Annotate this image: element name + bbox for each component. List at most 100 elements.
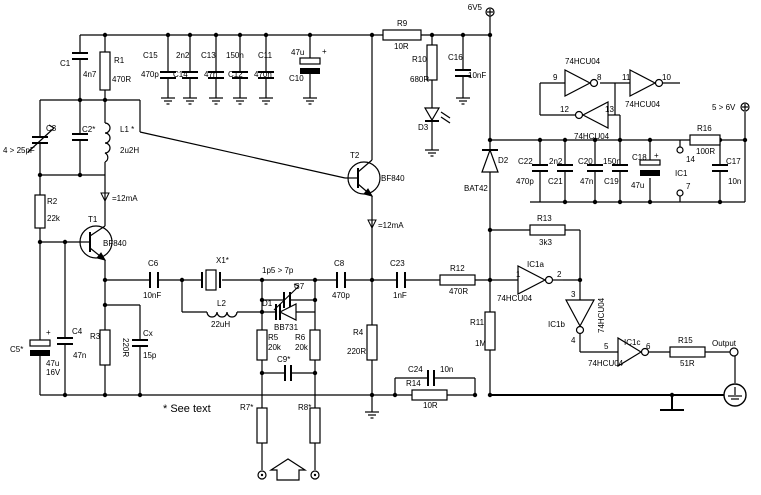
- c20-ref: C20: [578, 157, 593, 166]
- inverter-ic1f: 74HCU04 13 12: [560, 101, 614, 141]
- ic1a-pin-in: 1: [516, 270, 521, 279]
- d2-type: BAT42: [464, 184, 488, 193]
- supply-terminal-6v5[interactable]: 6V5: [468, 3, 495, 17]
- capacitor-c15: C15 470p: [141, 51, 176, 79]
- r16-value: 100R: [696, 147, 715, 156]
- resistor-r9: R9 10R: [382, 19, 422, 51]
- t1-type: BF840: [103, 239, 127, 248]
- c10-ref: C10: [289, 74, 304, 83]
- capacitor-c6: C6 10nF: [143, 259, 161, 300]
- current-arrow-t1: =12mA: [100, 192, 138, 203]
- ic1f-pin-out: 12: [560, 105, 569, 114]
- cx-value: 15p: [143, 351, 157, 360]
- ic1b-pin-out: 4: [571, 336, 576, 345]
- c11-ref: C11: [258, 51, 273, 60]
- resistor-r7: R7*: [240, 403, 268, 444]
- c10-value: 47u: [291, 48, 304, 57]
- ic1f-type: 74HCU04: [574, 132, 610, 141]
- r2-value: 22k: [47, 214, 61, 223]
- c10-plus: +: [322, 47, 327, 56]
- l2-value: 22uH: [211, 320, 230, 329]
- r5-ref: R5: [268, 333, 279, 342]
- tuning-input-terminals[interactable]: [257, 458, 320, 481]
- r14-value: 10R: [423, 401, 438, 410]
- resistor-r16: R16 100R: [689, 124, 721, 156]
- r3-ref: R3: [90, 332, 101, 341]
- r4-ref: R4: [353, 328, 364, 337]
- resistor-r11: R11 1M: [470, 311, 496, 351]
- r5-value: 20k: [268, 343, 282, 352]
- varicap-d1: D1 BB731: [262, 299, 315, 332]
- r12-ref: R12: [450, 264, 465, 273]
- ic1f-pin-in: 13: [605, 105, 614, 114]
- resistor-r13: R13 3k3: [529, 214, 566, 247]
- inductor-l1: L1 * 2u2H: [104, 122, 139, 163]
- tuning-arrow-icon: [268, 458, 308, 481]
- c5-value: 47u: [46, 359, 59, 368]
- c4-ref: C4: [72, 327, 83, 336]
- capacitor-c14: 2n2 C14: [173, 51, 198, 79]
- d3-ref: D3: [418, 123, 429, 132]
- c1-value: 4n7: [83, 70, 97, 79]
- c13-ref: C13: [201, 51, 216, 60]
- resistor-r2: R2 22k: [34, 194, 61, 229]
- r3-value: 220R: [121, 338, 130, 357]
- r13-value: 3k3: [539, 238, 552, 247]
- capacitor-c3-trimmer[interactable]: C3 4 > 25pF: [3, 122, 57, 158]
- i1-value: =12mA: [112, 194, 138, 203]
- supply-label-5-6v: 5 > 6V: [712, 103, 736, 112]
- resistor-r14: R14 10R: [406, 379, 448, 410]
- inverter-ic1d: 74HCU04 9 8: [553, 57, 602, 97]
- output-label: Output: [712, 339, 737, 348]
- capacitor-c11: C11 470n: [254, 51, 274, 79]
- capacitor-c7-trimmer[interactable]: 1p5 > 7p C7: [262, 266, 305, 311]
- r11-ref: R11: [470, 318, 485, 327]
- c4-value: 47n: [73, 351, 86, 360]
- resistor-r6: R6 20k: [295, 329, 321, 361]
- d1-ref: D1: [262, 299, 273, 308]
- inverter-ic1c: IC1c 74HCU04 5 6: [588, 336, 651, 368]
- led-d3: D3: [418, 107, 451, 132]
- c16-value: 10nF: [468, 71, 486, 80]
- output-terminal[interactable]: Output: [712, 339, 739, 357]
- transistor-t1: T1 BF840: [79, 215, 127, 261]
- capacitor-c18: + C18 47u: [631, 151, 661, 190]
- ic1e-pin-out: 10: [662, 73, 671, 82]
- r8-ref: R8*: [298, 403, 311, 412]
- capacitor-cx: Cx 15p: [132, 329, 157, 360]
- c6-value: 10nF: [143, 291, 161, 300]
- r4-value: 220R: [347, 347, 366, 356]
- ic1b-type: 74HCU04: [597, 297, 606, 333]
- c22-value: 470p: [516, 177, 534, 186]
- diode-d2: D2 BAT42: [464, 140, 509, 193]
- r14-ref: R14: [406, 379, 421, 388]
- c5-ref: C5*: [10, 345, 23, 354]
- ground-terminal[interactable]: [723, 383, 747, 407]
- ic1c-pin-in: 5: [604, 342, 609, 351]
- c8-value: 470p: [332, 291, 350, 300]
- c3-value: 4 > 25pF: [3, 146, 35, 155]
- ic1a-ref: IC1a: [527, 260, 544, 269]
- capacitor-c9: C9*: [277, 355, 292, 381]
- wiring: [39, 16, 746, 470]
- inductor-l2: L2 22uH: [206, 299, 238, 329]
- ic1a-pin-out: 2: [557, 270, 562, 279]
- supply-terminal-5-6v[interactable]: 5 > 6V: [712, 102, 750, 112]
- ic1c-pin-out: 6: [646, 342, 651, 351]
- c7-value: 1p5 > 7p: [262, 266, 294, 275]
- junctions: [37, 32, 748, 398]
- ic1d-type: 74HCU04: [565, 57, 601, 66]
- ic1b-pin-in: 3: [571, 290, 576, 299]
- r15-ref: R15: [678, 336, 693, 345]
- c17-value: 10n: [728, 177, 741, 186]
- r2-ref: R2: [47, 197, 58, 206]
- ic1e-pin-in: 11: [622, 73, 631, 82]
- resistor-r4: R4 220R: [347, 324, 378, 361]
- r7-ref: R7*: [240, 403, 253, 412]
- r6-value: 20k: [295, 343, 309, 352]
- r15-value: 51R: [680, 359, 695, 368]
- x1-ref: X1*: [216, 256, 229, 265]
- resistor-r8: R8*: [298, 403, 321, 444]
- capacitor-c23: C23 1nF: [390, 259, 407, 300]
